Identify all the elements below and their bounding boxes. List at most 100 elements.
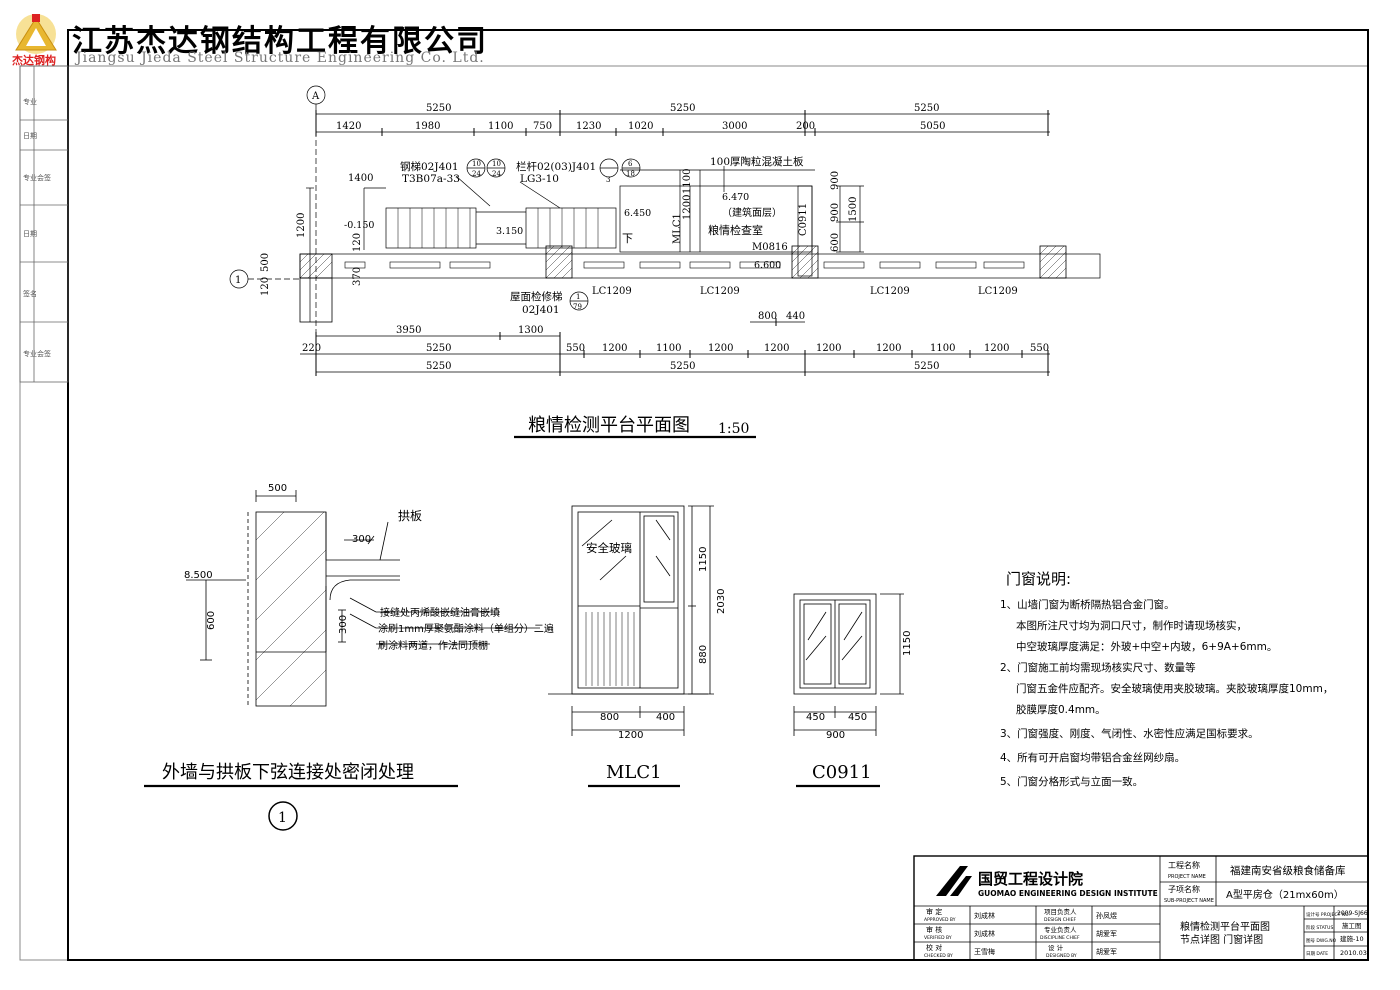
project-name: 福建南安省级粮食储备库 [1230,864,1346,877]
note-line-5: 门窗五金件应配齐。安全玻璃使用夹胶玻璃。夹胶玻璃厚度10mm， [1016,683,1334,695]
project-label-en: PROJECT NAME [1168,874,1206,880]
pc-label-cn: 项目负责人 [1044,907,1077,916]
dc-label-cn: 专业负责人 [1044,925,1077,934]
label-lc-3: LC1209 [870,286,910,297]
label-elev-5: 6.600 [754,260,781,271]
mlc1-dim-htotal: 2030 [716,589,727,614]
detail-text: 500 300 300 8.500 600 拱板 接缝处丙烯酸嵌缝油膏嵌填 涂刷… [162,483,554,826]
c0911-text: 450 450 900 1150 C0911 [806,631,913,783]
dc-name: 胡爱军 [1096,929,1117,938]
mlc1-title: MLC1 [606,762,662,783]
verified-by: 刘成林 [974,929,995,938]
dim-left-500: 500 [260,253,271,272]
bottom-dim-b-4: 1200 [602,343,627,354]
institute-logo-icon [936,866,972,896]
plan-text: A 1 5250 5250 5250 1420 1980 1100 750 12… [235,91,1049,437]
project-label-cn: 工程名称 [1168,860,1200,870]
label-stair-code: T3B07a-33 [402,173,460,185]
approved-by: 刘成林 [974,911,995,920]
sub-label-cn: 子项名称 [1168,884,1200,894]
label-stair: 钢梯02J401 [400,160,459,173]
detail-drawing [144,490,540,831]
ref-stair2-bot: 24 [492,170,501,178]
top-detail-dim-4: 750 [533,121,552,132]
plan-title: 粮情检测平台平面图 [528,415,690,436]
bottom-dim-c-1: 5250 [426,361,451,372]
top-dim-1: 5250 [426,103,451,114]
notes-title: 门窗说明: [1006,570,1072,588]
dim-left-120: 120 [260,277,271,296]
detail-title: 外墙与拱板下弦连接处密闭处理 [162,762,414,783]
c0911-drawing [793,593,904,788]
label-lc-1: LC1209 [592,286,632,297]
dim-right-1500: 1500 [848,197,859,222]
note-line-4: 2、门窗施工前均需现场核实尺寸、数量等 [1000,662,1196,674]
dwg-label: 图号 DWG.NO [1306,938,1337,944]
dim-right-1100: 1100 [682,169,693,194]
ref-roof-bot: 79 [573,303,582,311]
top-detail-dim-9: 5050 [920,121,945,132]
label-elev-2: 6.450 [624,208,651,219]
approved-label-en: APPROVED BY [924,917,956,923]
dim-right-900: 900 [830,203,841,222]
c0911-dim-total: 900 [826,730,845,741]
dim-right-900b: 900 [830,171,841,190]
top-detail-dim-5: 1230 [576,121,601,132]
mlc1-dim-h2: 880 [698,645,709,664]
note-line-7: 3、门窗强度、刚度、气闭性、水密性应满足国标要求。 [1000,728,1259,740]
checked-by: 王雪梅 [974,947,995,956]
mlc1-glass-label: 安全玻璃 [586,541,632,555]
side-label-6: 专业会签 [23,349,51,358]
top-dim-2: 5250 [670,103,695,114]
verified-label-cn: 审 核 [926,925,942,934]
plan-scale: 1:50 [718,421,749,437]
ref-rail-bot: 18 [626,170,635,178]
mlc1-text: 安全玻璃 800 400 1200 1150 880 2030 MLC1 [586,541,727,783]
top-dim-3: 5250 [914,103,939,114]
ref-rail-top: 6 [628,160,633,168]
detail-number-circle [268,801,298,831]
detail-note-2: 涂刷1mm厚聚氨酯涂料（单组分）二遍 [378,622,554,635]
side-label-4: 日期 [23,230,37,238]
status-label: 阶段 STATUS [1306,924,1333,931]
plan-drawing [229,85,1101,439]
mlc1-drawing [548,505,714,788]
bottom-dim-a-2: 1300 [518,325,543,336]
checked-label-cn: 校 对 [926,943,942,952]
outer-border [19,65,1369,961]
dim-left-1400: 1400 [348,173,373,184]
dim-left-1200: 1200 [296,213,307,238]
status: 施工图 [1342,921,1362,930]
note-line-2: 本图所注尺寸均为洞口尺寸，制作时请现场核实， [1016,620,1247,632]
detail-dim-top: 500 [268,483,287,494]
top-detail-dim-2: 1980 [415,121,440,132]
side-label-1: 专业 [23,97,37,106]
mlc1-dim-w2: 400 [656,712,675,723]
mlc1-dim-total: 1200 [618,730,643,741]
bottom-dim-b-11: 1200 [984,343,1009,354]
top-detail-dim-7: 3000 [722,121,747,132]
company-name-en: Jiangsu Jieda Steel Structure Engineerin… [76,50,485,66]
pc-label-en: DESIGN CHIEF [1044,917,1076,923]
ref-roof-top: 1 [576,293,580,301]
label-elev-1: 6.470 [722,192,749,203]
mlc1-dim-w1: 800 [600,712,619,723]
top-detail-dim-3: 1100 [488,121,513,132]
dc-label-en: DISCIPLINE CHIEF [1040,935,1080,941]
dim-right-600: 600 [830,233,841,252]
label-slab: 100厚陶粒混凝土板 [710,155,804,168]
title-block-lines [913,855,1369,961]
bottom-dim-a-1: 3950 [396,325,421,336]
label-elev-4: 3.150 [496,226,523,237]
ref-stair-bot: 24 [472,170,481,178]
note-line-8: 4、所有可开启窗均带铝合金丝网纱扇。 [1000,752,1186,764]
label-roof-ladder-code: 02J401 [522,304,560,316]
drawing-title-2: 节点详图 门窗详图 [1180,933,1263,946]
side-label-5: 签名 [23,289,37,298]
approved-label-cn: 审 定 [926,907,942,916]
notes-list: 1、山墙门窗为断桥隔热铝合金门窗。 本图所注尺寸均为洞口尺寸，制作时请现场核实，… [1000,598,1360,799]
date: 2010.03 [1340,949,1367,957]
detail-dim-600: 600 [206,611,217,630]
top-detail-dim-8: 200 [796,121,815,132]
side-column [19,65,69,383]
